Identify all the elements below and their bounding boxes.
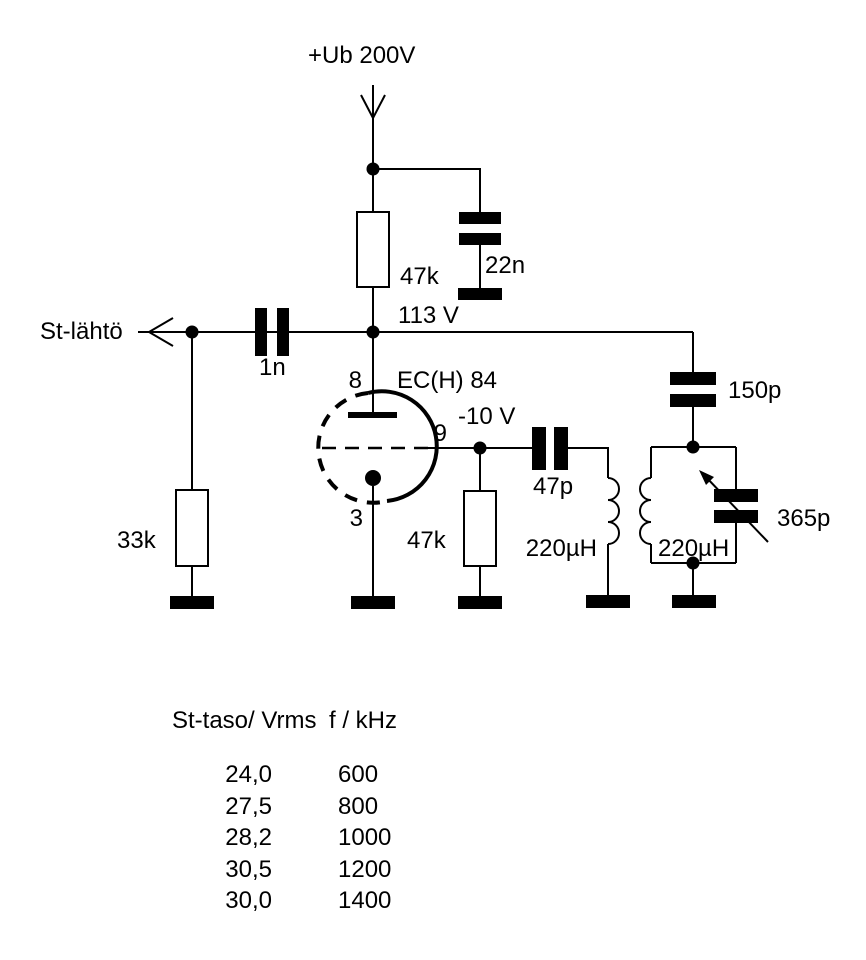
tube-symbol (316, 389, 439, 505)
grid-leak-resistor-body (463, 490, 497, 567)
plate-resistor-label: 47k (400, 263, 440, 290)
table-col1-header: St-taso/ Vrms (172, 707, 316, 734)
table-cell-freq: 1200 (338, 856, 391, 883)
ground-load (170, 596, 214, 609)
table-cell-freq: 1400 (338, 887, 391, 914)
grid-capacitor-body (532, 427, 568, 470)
table-cell-level: 24,0 (225, 761, 272, 788)
table-row: 30,0 1400 (225, 887, 391, 914)
ground-grid-resistor (458, 596, 502, 609)
table-row: 30,5 1200 (225, 856, 391, 883)
tank-inductor-body (639, 477, 652, 545)
output-arrow-icon (147, 317, 174, 347)
output-label: St-lähtö (40, 318, 123, 345)
ground-tank (672, 595, 716, 608)
tube-envelope-solid (367, 389, 439, 503)
tube-name-label: EC(H) 84 (397, 367, 497, 394)
supply-arrow-icon (360, 94, 386, 119)
tank-inductor-label: 220µH (658, 535, 729, 562)
table-row: 27,5 800 (225, 793, 378, 820)
wire-grid-coil-top (568, 447, 609, 478)
grid-inductor-body (607, 477, 620, 545)
grid-voltage-label: -10 V (458, 403, 515, 430)
junction-dots (185, 162, 700, 570)
ground-cathode (351, 596, 395, 609)
tube-pin-cathode-label: 3 (350, 505, 363, 532)
tube-pin-plate-label: 8 (349, 367, 362, 394)
supply-label: +Ub 200V (308, 42, 415, 69)
node-voltage-label: 113 V (398, 302, 459, 329)
table-cell-level: 30,0 (225, 887, 272, 914)
ground-symbols (170, 288, 716, 609)
wire-decoupling-branch (373, 168, 481, 212)
grid-leak-resistor-label: 47k (407, 527, 447, 554)
tube-envelope-dashed (316, 391, 388, 505)
tuning-arrow-shaft (704, 475, 769, 543)
load-resistor-label: 33k (117, 527, 157, 554)
plate-resistor-body (356, 211, 390, 288)
ground-decoupling (458, 288, 502, 300)
tube-pin-grid-label: 9 (434, 420, 447, 447)
table-cell-level: 27,5 (225, 793, 272, 820)
grid-inductor-label: 220µH (526, 535, 597, 562)
table-cell-freq: 800 (338, 793, 378, 820)
decoupling-capacitor-body (459, 212, 501, 245)
table-row: 24,0 600 (225, 761, 378, 788)
table-cell-level: 30,5 (225, 856, 272, 883)
wires (138, 85, 737, 596)
feedback-capacitor-label: 150p (728, 377, 781, 404)
output-capacitor-label: 1n (259, 354, 286, 381)
table-cell-freq: 600 (338, 761, 378, 788)
load-resistor-body (175, 489, 209, 567)
table-cell-freq: 1000 (338, 824, 391, 851)
tuning-arrow-head (699, 470, 714, 485)
ground-grid-coil (586, 595, 630, 608)
feedback-capacitor-body (670, 372, 716, 407)
table-row: 28,2 1000 (225, 824, 391, 851)
measurement-table: St-taso/ Vrms f / kHz 24,0 600 27,5 800 … (172, 707, 397, 914)
table-col2-header: f / kHz (329, 707, 397, 734)
tube-cathode (365, 470, 381, 486)
tuning-capacitor-body (699, 470, 769, 543)
table-cell-level: 28,2 (225, 824, 272, 851)
tuning-capacitor-label: 365p (777, 505, 830, 532)
grid-capacitor-label: 47p (533, 473, 573, 500)
output-capacitor-body (255, 308, 289, 356)
decoupling-capacitor-label: 22n (485, 252, 525, 279)
